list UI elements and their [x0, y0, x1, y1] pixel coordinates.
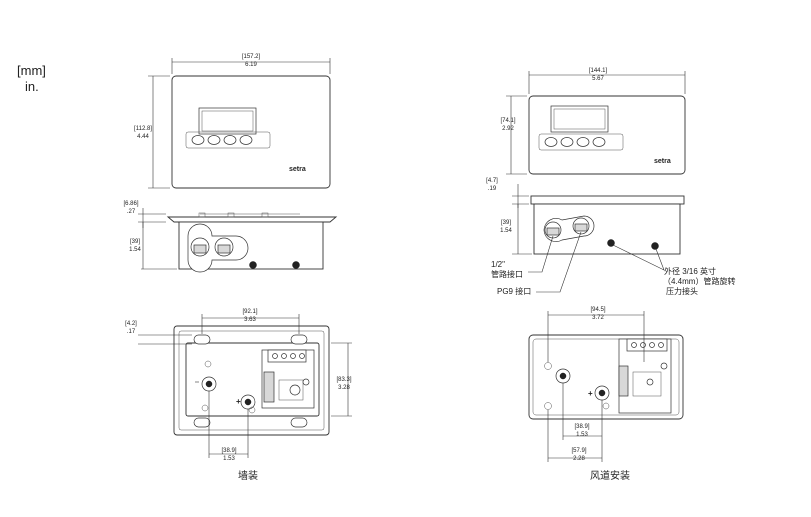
wall-slot-in: .17 — [127, 329, 136, 335]
duct-callout-conduit-size: 1/2" — [491, 260, 505, 269]
duct-height-mm: [74.1] — [500, 118, 515, 124]
wall-pressure-fitting-1 — [249, 261, 257, 269]
duct-callout-fitting-1: 外径 3/16 英寸 — [664, 266, 716, 276]
wall-plus-symbol: + — [236, 397, 241, 406]
wall-back-height-in: 3.28 — [338, 385, 350, 391]
duct-callout-conduit-label: 管路接口 — [491, 269, 523, 279]
wall-hole-span-mm: [92.1] — [242, 309, 257, 315]
wall-front-view: setra [157.2] 6.19 [112.8] 4.44 — [134, 54, 331, 189]
duct-height-in: 2.92 — [502, 126, 514, 132]
wall-slot-bottom-left — [193, 417, 211, 428]
wall-height-mm: [112.8] — [134, 126, 152, 132]
unit-inch-label: in. — [25, 79, 39, 94]
duct-button-1 — [544, 137, 558, 147]
wall-flange-mm: [6.86] — [123, 201, 138, 207]
duct-button-panel — [538, 133, 624, 151]
wall-depth-in: 1.54 — [129, 247, 141, 253]
wall-slot-mm: [4.2] — [125, 321, 137, 327]
wall-mount-caption: 墙装 — [238, 471, 258, 482]
wall-slot-bottom-right — [290, 417, 308, 428]
wall-side-view: [6.86] .27 [39] 1.54 — [123, 201, 338, 273]
wall-pressure-fitting-2 — [292, 261, 300, 269]
wall-offset-mm: [38.9] — [221, 448, 236, 454]
duct-offset1-in: 1.53 — [576, 432, 588, 438]
wall-button-panel — [185, 131, 271, 149]
wall-button-3 — [223, 135, 237, 145]
wall-slot-top-left — [193, 334, 211, 345]
duct-width-in: 5.67 — [592, 76, 604, 82]
wall-depth-mm: [39] — [130, 239, 140, 245]
duct-callout-pg9: PG9 接口 — [497, 286, 531, 296]
duct-width-mm: [144.1] — [589, 68, 608, 74]
duct-button-4 — [592, 137, 606, 147]
wall-offset-in: 1.53 — [223, 456, 235, 462]
wall-flange-in: .27 — [127, 209, 136, 215]
wall-lcd-display — [198, 107, 257, 135]
wall-brand-logo: setra — [289, 166, 306, 173]
wall-button-4 — [239, 135, 253, 145]
duct-terminal-block — [626, 338, 668, 352]
wall-side-flange — [166, 216, 338, 223]
duct-hole-span-in: 3.72 — [592, 315, 604, 321]
duct-side-flange — [530, 195, 685, 205]
duct-front-view: setra [144.1] 5.67 [74.1] 2.92 — [500, 68, 686, 175]
duct-lcd-display — [550, 105, 609, 133]
duct-side-view: [4.7] .19 [39] 1.54 1/2" 管路接口 PG9 接口 外径 … — [486, 178, 735, 296]
duct-offset1-mm: [38.9] — [574, 424, 589, 430]
duct-button-3 — [576, 137, 590, 147]
duct-offset2-in: 2.28 — [573, 456, 585, 462]
duct-pressure-fitting-2 — [651, 242, 659, 250]
duct-pressure-fitting-1 — [607, 239, 615, 247]
wall-terminal-block — [267, 349, 307, 363]
duct-flange-mm: [4.7] — [486, 178, 498, 184]
duct-brand-logo: setra — [654, 158, 671, 165]
duct-offset2-mm: [57.9] — [571, 448, 586, 454]
duct-depth-in: 1.54 — [500, 228, 512, 234]
duct-hole-span-mm: [94.5] — [590, 307, 605, 313]
unit-mm-label: [mm] — [17, 63, 46, 78]
wall-back-height-mm: [83.3] — [336, 377, 351, 383]
wall-button-1 — [191, 135, 205, 145]
wall-back-view: + [92.1] 3.63 [4.2] .17 [83.3] 3.28 [38.… — [125, 309, 352, 462]
wall-button-2 — [207, 135, 221, 145]
wall-height-in: 4.44 — [137, 134, 149, 140]
duct-callout-fitting-2: （4.4mm）管路旋转 — [663, 276, 735, 286]
duct-flange-in: .19 — [488, 186, 497, 192]
wall-hole-span-in: 3.63 — [244, 317, 256, 323]
wall-slot-top-right — [290, 334, 308, 345]
duct-callout-fitting-3: 压力接头 — [666, 286, 698, 296]
duct-mount-caption: 风道安装 — [590, 471, 630, 482]
wall-width-mm: [157.2] — [242, 54, 261, 60]
duct-button-2 — [560, 137, 574, 147]
wall-width-in: 6.19 — [245, 62, 257, 68]
duct-back-view: + [94.5] 3.72 [38.9] 1.53 [57.9] 2.28 — [528, 307, 684, 462]
duct-depth-mm: [39] — [501, 220, 511, 226]
duct-plus-symbol: + — [588, 389, 593, 398]
